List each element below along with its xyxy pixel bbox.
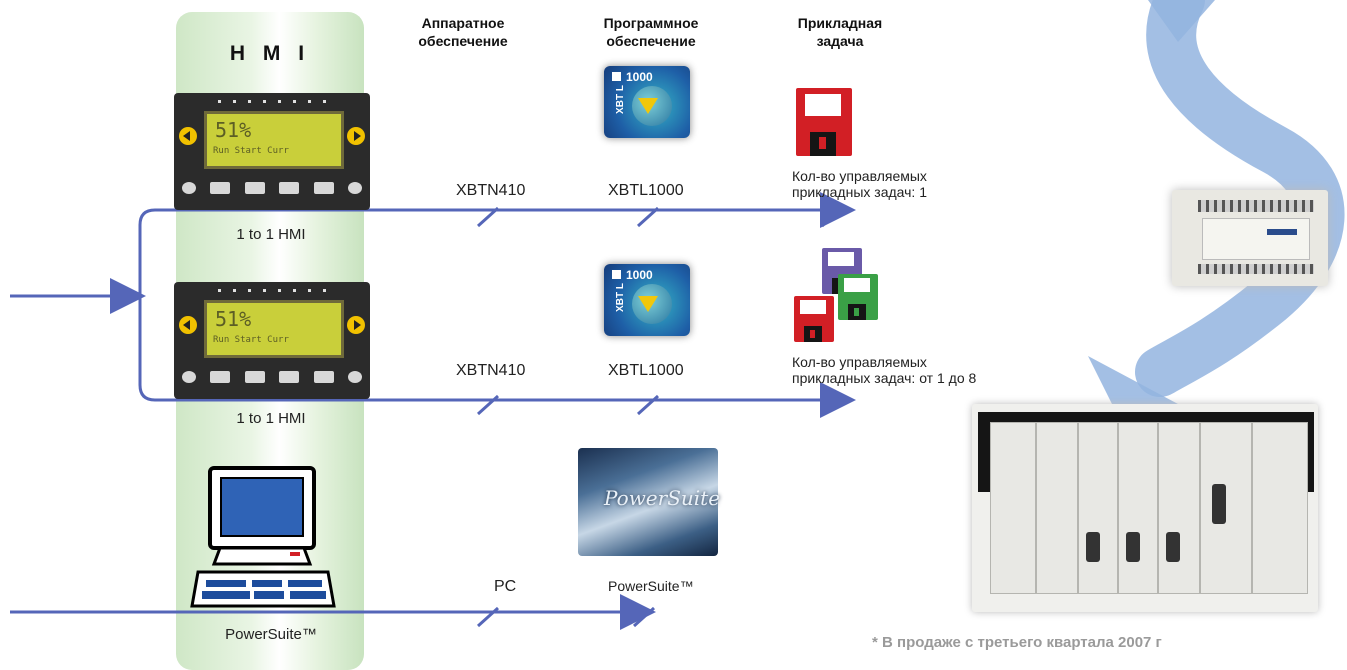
modular-plc-image — [972, 404, 1318, 612]
hmi-label-1: 1 to 1 HMI — [236, 226, 306, 243]
floppy-disk-icon-red — [794, 296, 834, 342]
left-arrow-button-icon — [179, 316, 197, 334]
powersuite-software-image: PowerSuite — [578, 448, 721, 556]
hardware-label-3: PC — [494, 578, 517, 595]
hmi-keypad — [182, 179, 362, 197]
application-label-1-line1: Кол-во управляемых — [792, 168, 927, 184]
tile-prefix: XBT L — [614, 85, 626, 114]
pc-computer-icon — [190, 466, 336, 608]
tile-prefix: XBT L — [614, 283, 626, 312]
software-label-1: XBTL1000 — [608, 182, 684, 199]
hardware-label-2: XBTN410 — [456, 362, 526, 379]
left-arrow-button-icon — [179, 127, 197, 145]
application-label-2: Кол-во управляемых прикладных задач: от … — [792, 354, 976, 386]
hmi-panel-1: 51% Run Start Curr — [174, 93, 370, 210]
header-application-line2: задача — [816, 33, 864, 49]
header-application: Прикладная задача — [780, 14, 900, 50]
hmi-title: H M I — [229, 42, 311, 65]
header-software-line1: Программное — [603, 15, 699, 31]
compact-plc-image — [1172, 190, 1328, 286]
header-hardware-line2: обеспечение — [418, 33, 508, 49]
xbtl1000-software-icon: 1000 XBT L — [604, 66, 690, 138]
tile-number: 1000 — [626, 268, 653, 282]
display-percent: 51% — [215, 307, 252, 331]
floppy-disk-icon — [796, 88, 852, 156]
header-hardware-line1: Аппаратное — [421, 15, 505, 31]
software-label-2: XBTL1000 — [608, 362, 684, 379]
floppy-disk-icon-green — [838, 274, 878, 320]
availability-footnote: * В продаже с третьего квартала 2007 г — [872, 634, 1162, 651]
powersuite-image-text: PowerSuite — [604, 486, 721, 510]
hardware-label-1: XBTN410 — [456, 182, 526, 199]
display-subtext: Run Start Curr — [213, 146, 289, 156]
header-software-line2: обеспечение — [606, 33, 696, 49]
hmi-lcd-display: 51% Run Start Curr — [204, 111, 344, 169]
hmi-lcd-display: 51% Run Start Curr — [204, 300, 344, 358]
header-software: Программное обеспечение — [586, 14, 716, 50]
tile-number: 1000 — [626, 70, 653, 84]
header-hardware: Аппаратное обеспечение — [398, 14, 528, 50]
hmi-keypad — [182, 368, 362, 386]
status-leds — [218, 100, 326, 104]
application-label-1-line2: прикладных задач: 1 — [792, 184, 927, 200]
right-arrow-button-icon — [347, 127, 365, 145]
hmi-label-3: PowerSuite™ — [225, 626, 317, 643]
right-arrow-button-icon — [347, 316, 365, 334]
software-label-3: PowerSuite™ — [608, 578, 694, 594]
application-label-2-line1: Кол-во управляемых — [792, 354, 927, 370]
display-percent: 51% — [215, 118, 252, 142]
application-label-1: Кол-во управляемых прикладных задач: 1 — [792, 168, 927, 200]
hmi-label-2: 1 to 1 HMI — [236, 410, 306, 427]
hmi-panel-2: 51% Run Start Curr — [174, 282, 370, 399]
status-leds — [218, 289, 326, 293]
display-subtext: Run Start Curr — [213, 335, 289, 345]
application-label-2-line2: прикладных задач: от 1 до 8 — [792, 370, 977, 386]
header-application-line1: Прикладная — [797, 15, 883, 31]
xbtl1000-software-icon: 1000 XBT L — [604, 264, 690, 336]
